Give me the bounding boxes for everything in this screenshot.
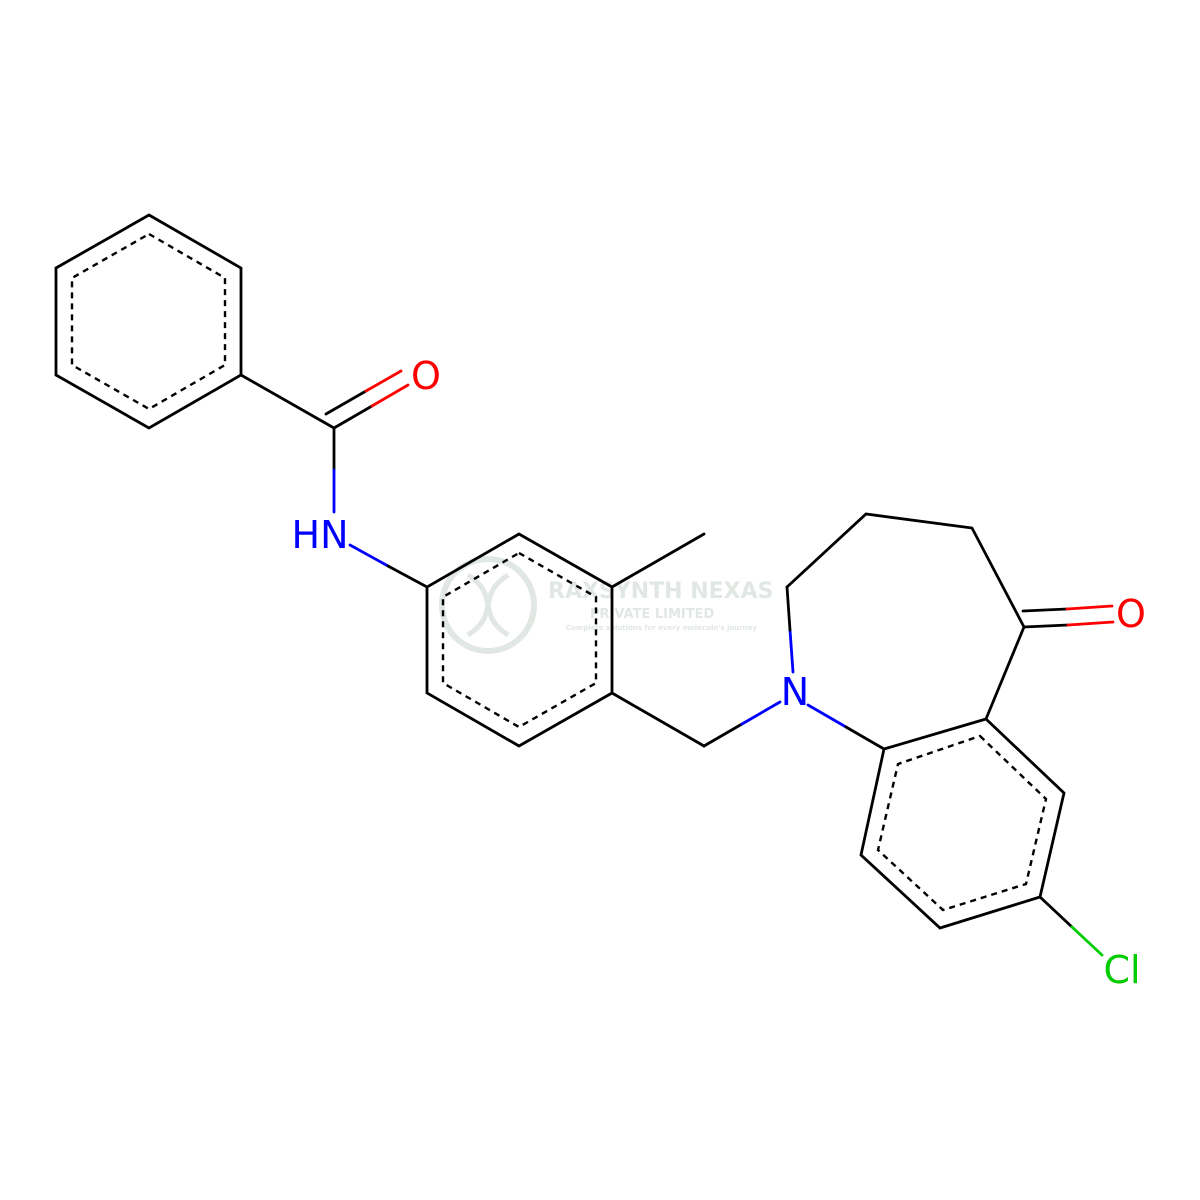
bond-methyl — [610, 532, 706, 589]
bond-ketone-o-2b — [1065, 604, 1114, 611]
bond-n-aryl-a — [348, 543, 390, 568]
bond-carbonyl-o-1b — [370, 383, 410, 408]
atom-cl: Cl — [1103, 948, 1140, 992]
watermark-tagline: Complete solutions for every molecule's … — [566, 624, 757, 632]
bond-carbonyl-o-1 — [332, 404, 374, 430]
bond-ketone-o-1 — [1022, 623, 1070, 629]
chloro-ring-outline — [859, 717, 1066, 930]
bond-ring-carbonyl — [239, 373, 336, 430]
bond-n-c2-b — [785, 585, 792, 632]
bond-ketone-o-1b — [1066, 620, 1115, 627]
watermark: RAXSYNTH NEXAS PRIVATE LIMITED Complete … — [439, 556, 773, 654]
bond-ring-cl-b — [1070, 925, 1104, 957]
benzoyl-ring-outline — [54, 213, 243, 430]
bond-n-aryl-c-b — [844, 725, 886, 751]
bond-ch2-n-b — [740, 700, 782, 726]
watermark-helix-icon — [466, 572, 510, 638]
bond-ketone-o-2 — [1021, 607, 1069, 613]
bond-n-c2-a — [788, 628, 795, 674]
bond-ch2-n-a — [702, 722, 744, 748]
benzoyl-ring-aromatic — [70, 232, 227, 411]
bond-chain — [785, 512, 1026, 629]
watermark-company: RAXSYNTH NEXAS — [548, 579, 773, 604]
atom-nh: HN — [292, 513, 349, 557]
atom-n-ring: N — [781, 670, 809, 714]
benzoyl-ring — [54, 213, 243, 430]
azepine-ring — [785, 512, 1115, 751]
chloro-ring-aromatic — [876, 734, 1048, 912]
bond-ring-ch2 — [610, 691, 706, 748]
atom-o-ketone: O — [1116, 592, 1146, 636]
bond-carbonyl-o-2b — [364, 369, 403, 393]
bond-n-aryl-c-a — [806, 703, 848, 729]
central-ring-aromatic — [441, 551, 598, 729]
chloro-ring — [859, 717, 1104, 957]
bond-ring-cl-a — [1038, 895, 1074, 929]
atom-o-amide: O — [411, 354, 441, 398]
bond-carbonyl-o-2 — [324, 389, 368, 416]
central-ring — [425, 532, 782, 748]
amide-group — [239, 369, 429, 589]
bond-ketone-ring — [984, 625, 1026, 721]
bond-n-aryl-b — [386, 564, 429, 589]
watermark-subtitle: PRIVATE LIMITED — [590, 607, 715, 622]
